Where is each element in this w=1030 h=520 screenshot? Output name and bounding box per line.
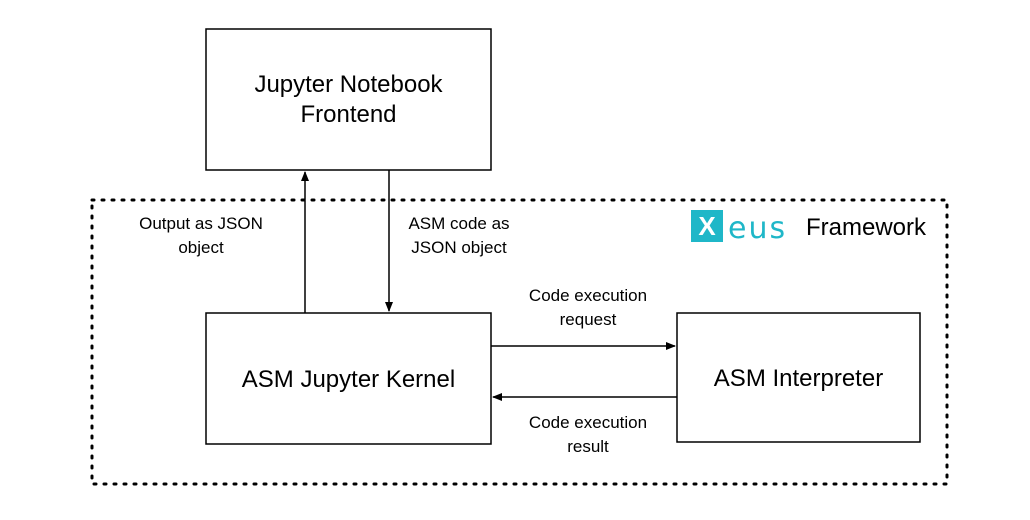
result-label-line2: result [567,437,609,456]
code-label-line2: JSON object [411,238,507,257]
frontend-node: Jupyter Notebook Frontend [205,28,492,171]
interpreter-box [676,312,921,443]
request-label-line2: request [560,310,617,329]
kernel-box [205,312,492,445]
kernel-label: ASM Jupyter Kernel [242,366,455,393]
interpreter-label: ASM Interpreter [714,365,883,392]
result-label-line1: Code execution [529,413,647,432]
request-label-line1: Code execution [529,286,647,305]
xeus-logo-eus: eus [728,211,787,246]
output-label-line1: Output as JSON [139,214,263,233]
frontend-label-line2: Frontend [300,101,396,128]
kernel-node: ASM Jupyter Kernel [205,312,492,445]
interpreter-node: ASM Interpreter [676,312,921,443]
frontend-box [205,28,492,171]
xeus-logo-x-mark [691,210,723,242]
frontend-label-line1: Jupyter Notebook [254,71,443,98]
code-label-line1: ASM code as [408,214,509,233]
framework-label: Framework [806,214,927,241]
xeus-logo: X eus [691,210,787,246]
output-label-line2: object [178,238,224,257]
xeus-logo-x-letter: X [698,211,716,241]
